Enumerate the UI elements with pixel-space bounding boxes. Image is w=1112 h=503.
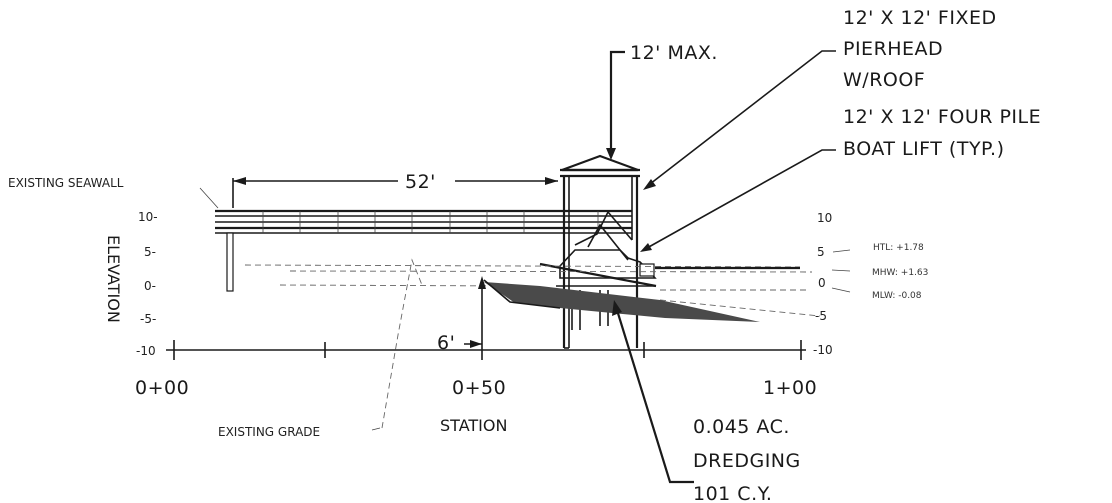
pierhead-callout: 12' X 12' FIXED PIERHEAD W/ROOF — [643, 7, 997, 190]
max-height-callout: 12' MAX. — [606, 42, 718, 160]
boatlift-label-line2: BOAT LIFT (TYP.) — [843, 138, 1005, 160]
station-axis-label: STATION — [440, 416, 507, 435]
station-tick-label: 0+50 — [452, 377, 506, 399]
pierhead-label-line1: 12' X 12' FIXED — [843, 7, 997, 29]
elevation-axis-label: ELEVATION — [104, 235, 123, 323]
station-tick-label: 1+00 — [763, 377, 817, 399]
left-tick-label: -10 — [136, 344, 156, 358]
depth-dimension: 6' — [437, 276, 486, 360]
dredging-callout: 0.045 AC. DREDGING 101 C.Y. — [612, 300, 801, 503]
left-elevation-axis: ELEVATION 10- 5- 0- -5- -10 — [104, 210, 158, 358]
right-tick-label: 5 — [817, 245, 825, 259]
depth-label: 6' — [437, 332, 455, 354]
existing-grade-callout: EXISTING GRADE — [218, 258, 423, 439]
water-lines — [244, 264, 821, 317]
htl-label: HTL: +1.78 — [873, 243, 924, 253]
left-tick-label: 0- — [144, 279, 156, 293]
dredging-area — [483, 279, 760, 322]
boatlift-callout: 12' X 12' FOUR PILE BOAT LIFT (TYP.) — [640, 106, 1041, 252]
pierhead-label-line3: W/ROOF — [843, 69, 925, 91]
boatlift-label-line1: 12' X 12' FOUR PILE — [843, 106, 1041, 128]
dredging-label-line1: 0.045 AC. — [693, 416, 790, 438]
right-tick-label: -5 — [815, 309, 827, 323]
mlw-label: MLW: -0.08 — [872, 291, 922, 301]
seawall-callout: EXISTING SEAWALL — [8, 176, 219, 209]
station-baseline: 0+00 0+50 1+00 STATION — [135, 340, 817, 435]
pierhead-label-line2: PIERHEAD — [843, 38, 943, 60]
dock-length-label: 52' — [405, 171, 436, 193]
right-tick-label: 10 — [817, 211, 832, 225]
left-tick-label: 5- — [144, 245, 156, 259]
tidal-datums: HTL: +1.78 MHW: +1.63 MLW: -0.08 — [872, 243, 928, 301]
existing-grade-label: EXISTING GRADE — [218, 425, 320, 439]
dock-length-dimension: 52' — [232, 171, 558, 208]
right-tick-label: 0 — [818, 276, 826, 290]
seawall-label: EXISTING SEAWALL — [8, 176, 124, 190]
right-tick-label: -10 — [813, 343, 833, 357]
dock-deck — [215, 209, 632, 292]
left-tick-label: 10- — [138, 210, 158, 224]
dredging-label-line2: DREDGING — [693, 450, 801, 472]
mhw-label: MHW: +1.63 — [872, 268, 928, 278]
left-tick-label: -5- — [140, 312, 156, 326]
max-height-label: 12' MAX. — [630, 42, 718, 64]
station-tick-label: 0+00 — [135, 377, 189, 399]
right-elevation-axis: 10 5 0 -5 -10 — [813, 211, 851, 357]
dredging-label-line3: 101 C.Y. — [693, 483, 772, 503]
